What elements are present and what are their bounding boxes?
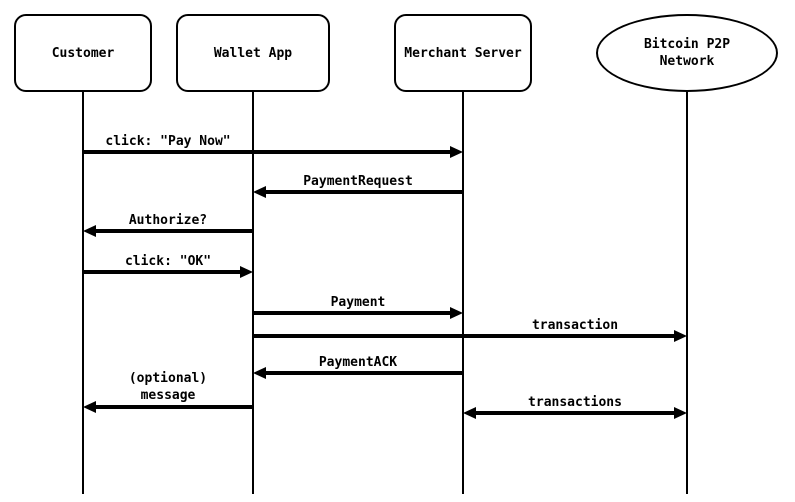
participant-label: Merchant Server: [404, 45, 522, 61]
lifeline-merchant-server: [462, 92, 464, 494]
arrowhead-left-icon: [83, 401, 96, 413]
lifeline-bitcoin-p2p-network: [686, 92, 688, 494]
lifeline-customer: [82, 92, 84, 494]
participant-label: Customer: [51, 45, 115, 61]
arrowhead-left-icon: [83, 225, 96, 237]
message-label: Payment: [330, 295, 386, 310]
arrow-line: [83, 270, 240, 274]
arrowhead-right-icon: [450, 146, 463, 158]
arrow-line: [96, 405, 253, 409]
participant-customer: Customer: [14, 14, 152, 92]
participant-label: Wallet App: [213, 45, 293, 61]
arrowhead-right-icon: [450, 307, 463, 319]
arrowhead-right-icon: [674, 330, 687, 342]
participant-merchant-server: Merchant Server: [394, 14, 532, 92]
message-label: PaymentACK: [318, 355, 398, 370]
arrow-line: [266, 371, 463, 375]
arrowhead-left-icon: [253, 367, 266, 379]
arrowhead-right-icon: [240, 266, 253, 278]
arrowhead-left-icon: [463, 407, 476, 419]
arrow-line: [253, 334, 674, 338]
arrow-line: [476, 411, 674, 415]
participant-bitcoin-p2p-network: Bitcoin P2P Network: [596, 14, 778, 92]
message-label: PaymentRequest: [303, 174, 413, 189]
arrow-line: [96, 229, 253, 233]
arrowhead-left-icon: [253, 186, 266, 198]
participant-label: Bitcoin P2P Network: [643, 37, 731, 69]
arrow-line: [83, 150, 450, 154]
participant-wallet-app: Wallet App: [176, 14, 330, 92]
message-label: transaction: [531, 318, 619, 333]
message-label: click: "Pay Now": [105, 134, 231, 149]
arrow-line: [266, 190, 463, 194]
arrowhead-right-icon: [674, 407, 687, 419]
message-label: click: "OK": [124, 254, 212, 269]
message-label: transactions: [528, 395, 622, 410]
lifeline-wallet-app: [252, 92, 254, 494]
message-label: (optional) message: [128, 371, 208, 403]
arrow-line: [253, 311, 450, 315]
message-label: Authorize?: [128, 213, 208, 228]
